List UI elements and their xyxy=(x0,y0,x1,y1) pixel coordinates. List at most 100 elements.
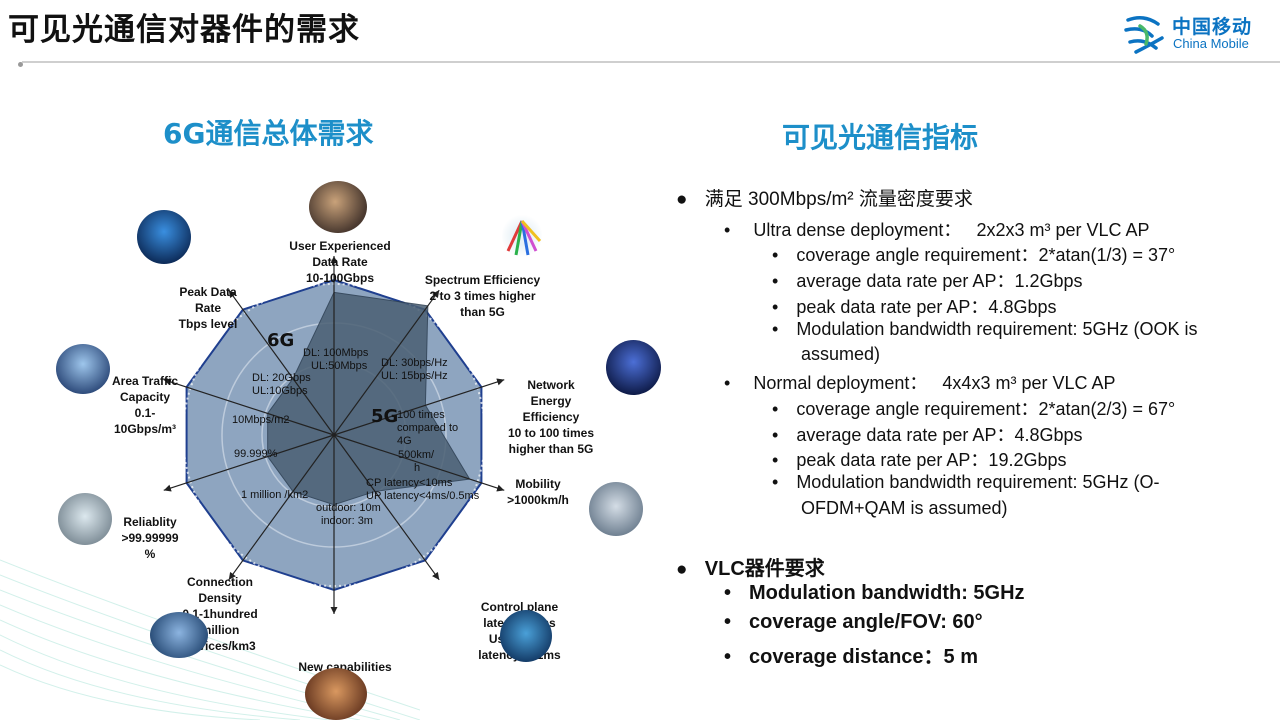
ultra-item: • Modulation bandwidth requirement: 5GHz … xyxy=(772,319,1198,340)
req2-row: ● VLC器件要求 xyxy=(676,552,825,581)
ultra-item-continuation: assumed) xyxy=(801,344,881,364)
axis-label-connection-density: Connection Density 0.1-1hundred million … xyxy=(170,574,270,654)
inner-line: DL: 100Mbps xyxy=(303,347,369,359)
label-line: Tbps level xyxy=(178,317,238,331)
radar-axis-arrow xyxy=(333,378,505,436)
ultra-item-text: peak data rate per AP：4.8Gbps xyxy=(796,297,1057,317)
sub-bullet: • xyxy=(772,425,779,445)
label-line: Area Traffic xyxy=(111,374,179,388)
inner-line: 10Mbps/m2 xyxy=(232,414,290,426)
highway-icon xyxy=(56,344,110,394)
robot-arm-icon xyxy=(58,493,112,545)
label-line: Energy xyxy=(530,394,572,408)
inner-mobility: 500km/ h xyxy=(398,449,434,475)
label-line: Reliablity xyxy=(123,515,177,529)
label-line: Rate xyxy=(194,301,221,315)
left-heading: 6G通信总体需求 xyxy=(163,117,374,150)
inner-line: 100 times xyxy=(397,409,445,421)
inner-peak-data-rate: DL: 20Gbps UL:10Gbps xyxy=(252,372,311,398)
ultra-value: 2x2x3 m³ per VLC AP xyxy=(976,220,1150,240)
inner-connection-density: 1 million /km2 xyxy=(241,489,308,502)
inner-line: h xyxy=(414,462,421,474)
device-item-text: Modulation bandwidth: 5GHz xyxy=(749,582,1025,604)
radar-axis-arrow xyxy=(333,434,505,492)
requirements-radar-chart xyxy=(163,256,505,614)
logo-english-text: China Mobile xyxy=(1173,36,1249,51)
axis-label-user-data-rate: User Experienced Data Rate 10-100Gbps xyxy=(270,238,410,286)
sub-bullet: • xyxy=(772,297,779,317)
label-line: Spectrum Efficiency xyxy=(424,273,541,287)
normal-item-text: average data rate per AP：4.8Gbps xyxy=(796,425,1083,445)
inner-line: 4G xyxy=(397,435,412,447)
label-line: 0.1- xyxy=(134,406,156,420)
inner-reliability: 99.999% xyxy=(234,448,277,461)
sub-bullet: • xyxy=(772,271,779,291)
normal-item-text: coverage angle requirement：2*atan(2/3) =… xyxy=(796,399,1176,419)
radar-axis-arrow xyxy=(163,434,335,492)
label-line: million xyxy=(200,623,240,637)
sub-bullet: • xyxy=(772,399,779,419)
radar-axis-arrow xyxy=(333,289,440,436)
ultra-item-text: coverage angle requirement：2*atan(1/3) =… xyxy=(796,245,1176,265)
axis-label-peak-data-rate: Peak Data Rate Tbps level xyxy=(163,284,253,332)
inner-line: 1 million /km2 xyxy=(241,489,309,501)
radar-axis-arrow xyxy=(333,434,440,581)
axis-label-area-traffic: Area Traffic Capacity 0.1- 10Gbps/m³ xyxy=(100,373,190,437)
label-line: User Experienced xyxy=(289,239,391,253)
normal-item-text: Modulation bandwidth requirement: 5GHz (… xyxy=(796,472,1160,492)
ultra-row: • Ultra dense deployment： 2x2x3 m³ per V… xyxy=(724,216,1150,242)
inner-line: compared to xyxy=(397,422,459,434)
sub-bullet: • xyxy=(772,450,779,470)
req1-text: 满足 300Mbps/m² 流量密度要求 xyxy=(704,189,973,210)
sub-bullet: • xyxy=(724,611,732,633)
inner-line: UP latency<4ms/0.5ms xyxy=(366,490,480,502)
label-line: >1000km/h xyxy=(507,493,569,507)
inner-user-data-rate: DL: 100Mbps UL:50Mbps xyxy=(303,347,368,373)
ultra-item: • peak data rate per AP：4.8Gbps xyxy=(772,293,1056,319)
drone-icon xyxy=(150,612,208,658)
device-item: •coverage distance：5 m xyxy=(724,640,978,669)
inner-new-capabilities: outdoor: 10m indoor: 3m xyxy=(316,502,381,528)
req1-row: ● 满足 300Mbps/m² 流量密度要求 xyxy=(676,184,973,211)
sub-bullet: • xyxy=(772,319,779,339)
label-line: >99.99999 xyxy=(121,531,179,545)
bullet: ● xyxy=(676,189,688,210)
inner-area-traffic: 10Mbps/m2 xyxy=(232,414,289,427)
inner-spectrum-efficiency: DL: 30bps/Hz UL: 15bps/Hz xyxy=(381,357,448,383)
ultra-item: •average data rate per AP：1.2Gbps xyxy=(772,267,1083,293)
warehouse-icon xyxy=(305,668,367,720)
normal-item: • coverage angle requirement：2*atan(2/3) … xyxy=(772,395,1175,421)
sub-bullet: • xyxy=(724,582,732,604)
inner-line: indoor: 3m xyxy=(321,515,373,527)
label-line: Mobility xyxy=(515,477,561,491)
header-dot xyxy=(18,62,23,67)
ultra-label: Ultra dense deployment： xyxy=(753,220,962,240)
ultra-item-text: Modulation bandwidth requirement: 5GHz (… xyxy=(796,319,1198,339)
china-mobile-logo: 中国移动 China Mobile xyxy=(1122,12,1272,54)
ultra-item: •coverage angle requirement：2*atan(1/3) … xyxy=(772,241,1175,267)
radar-axis-arrow xyxy=(228,289,335,436)
inner-line: UL: 15bps/Hz xyxy=(381,370,448,382)
inner-line: CP latency<10ms xyxy=(366,477,453,489)
sub-bullet: • xyxy=(772,472,779,492)
label-line: higher than 5G xyxy=(508,442,594,456)
header-divider xyxy=(22,61,1280,63)
normal-item: • Modulation bandwidth requirement: 5GHz … xyxy=(772,472,1160,493)
normal-row: • Normal deployment： 4x4x3 m³ per VLC AP xyxy=(724,369,1116,395)
radar-axis-arrow xyxy=(163,378,335,436)
tag-5g: 5G xyxy=(371,406,399,427)
axis-label-spectrum-efficiency: Spectrum Efficiency 2 to 3 times higher … xyxy=(410,272,555,320)
china-mobile-logo-icon xyxy=(1124,16,1164,54)
antenna-icon xyxy=(502,213,542,259)
device-item: • Modulation bandwidth: 5GHz xyxy=(724,582,1025,605)
normal-item-continuation: OFDM+QAM is assumed) xyxy=(801,498,1008,518)
device-item-text: coverage angle/FOV: 60° xyxy=(749,611,983,633)
train-icon xyxy=(589,482,643,536)
device-item: • coverage angle/FOV: 60° xyxy=(724,611,983,634)
city-5g-icon xyxy=(606,340,661,395)
inner-latency: CP latency<10ms UP latency<4ms/0.5ms xyxy=(366,477,479,503)
normal-label: Normal deployment： xyxy=(753,373,928,393)
sub-bullet: • xyxy=(724,220,731,240)
axis-label-energy-efficiency: Network Energy Efficiency 10 to 100 time… xyxy=(496,377,606,457)
tag-6g: 6G xyxy=(267,330,295,351)
